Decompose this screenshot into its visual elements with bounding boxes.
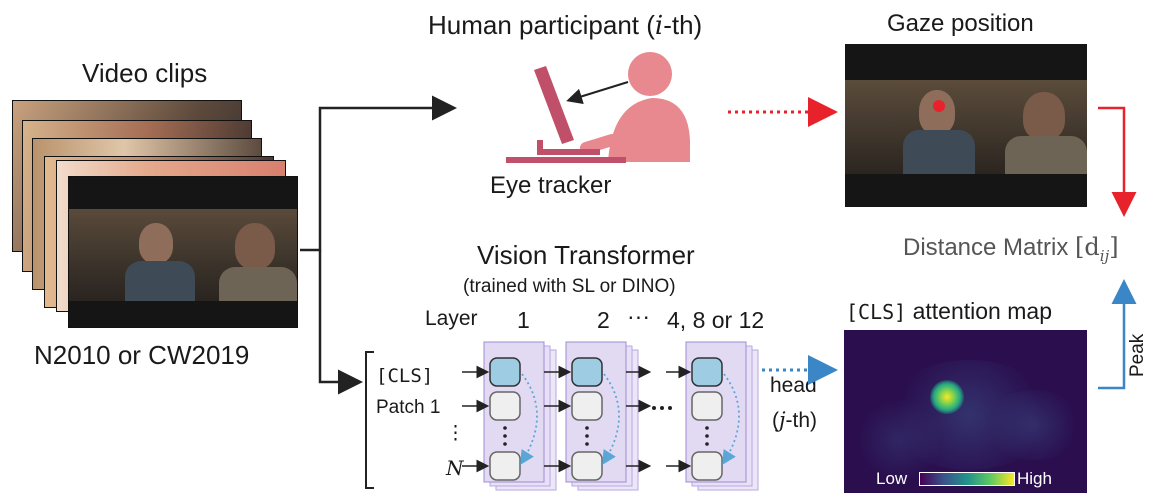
patch-token-node	[489, 391, 521, 421]
eye-tracker-participant-icon	[506, 52, 690, 163]
patch-token-node	[571, 391, 603, 421]
gaze-point	[933, 100, 945, 112]
distance-matrix-label: Distance Matrix [dij]	[903, 233, 1119, 265]
peak-arrow	[1098, 279, 1137, 390]
vision-transformer-title: Vision Transformer	[477, 240, 695, 270]
token-flow-arrows	[462, 365, 692, 473]
vit-training-subtitle: (trained with SL or DINO)	[463, 276, 676, 297]
gaze-to-distance-arrow	[1098, 106, 1137, 217]
dataset-label: N2010 or CW2019	[34, 340, 250, 370]
video-frame-front	[68, 176, 298, 328]
attention-curved-arrows	[520, 373, 740, 466]
colorbar	[919, 472, 1015, 486]
patch-1-label: Patch 1	[376, 397, 441, 418]
layer-final-label: 4, 8 or 12	[667, 307, 765, 333]
gaze-position-title: Gaze position	[887, 10, 1034, 37]
n-token-node	[489, 451, 521, 481]
layer-ellipsis: ···	[627, 303, 650, 329]
attention-peak-hotspot	[930, 380, 964, 414]
branch-arrows	[300, 95, 457, 395]
layer-gap-ellipsis	[652, 406, 672, 410]
token-vdots: ⋮	[446, 423, 465, 444]
head-label: head	[770, 374, 817, 397]
n-token-node	[571, 451, 603, 481]
eye-tracker-label: Eye tracker	[490, 172, 612, 199]
cls-token-node	[489, 357, 521, 387]
cls-attention-map-title: [CLS] attention map	[846, 298, 1052, 324]
patch-token-node	[691, 391, 723, 421]
human-participant-title: Human participant (i-th)	[428, 10, 703, 41]
n-token-node	[691, 451, 723, 481]
cls-token-node	[571, 357, 603, 387]
cls-token-node	[691, 357, 723, 387]
token-bracket	[365, 351, 374, 489]
colorbar-high-label: High	[1017, 469, 1052, 488]
video-clips-title: Video clips	[82, 58, 208, 88]
head-index-label: (j-th)	[772, 408, 818, 432]
layer-2-label: 2	[597, 307, 610, 333]
attention-map-image	[844, 330, 1087, 493]
layer-1-label: 1	[517, 307, 530, 333]
gaze-position-image	[845, 44, 1087, 207]
token-vertical-ellipsis	[503, 426, 709, 446]
cls-token-label: [CLS]	[376, 365, 434, 387]
n-token-label: N	[446, 456, 464, 480]
colorbar-low-label: Low	[876, 469, 908, 488]
layer-label: Layer	[425, 307, 478, 330]
